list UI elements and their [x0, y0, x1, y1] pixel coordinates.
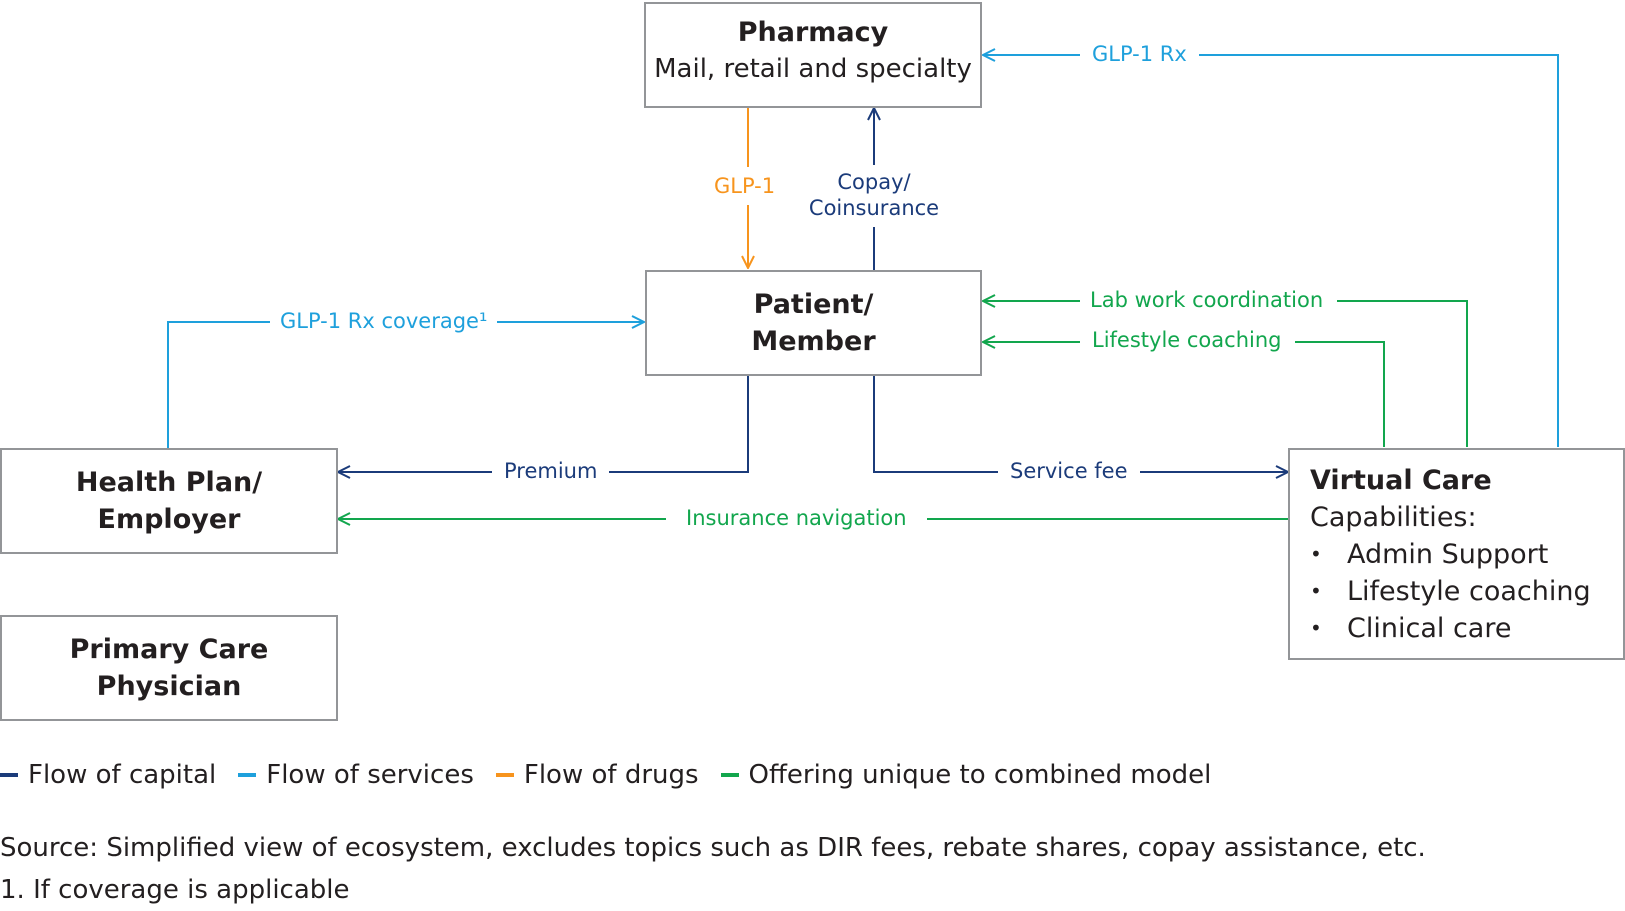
health-plan-title-line1: Health Plan/	[75, 467, 263, 498]
patient-title-line1: Patient/	[753, 289, 874, 320]
source-note: Source: Simplified view of ecosystem, ex…	[0, 833, 1426, 863]
bullet-icon: •	[1310, 616, 1322, 640]
virtual-care-subtitle: Capabilities:	[1310, 502, 1477, 533]
legend-item-services: Flow of services	[238, 760, 474, 790]
legend-swatch-combined	[720, 773, 739, 777]
legend-label: Flow of drugs	[523, 760, 699, 790]
node-pharmacy: Pharmacy Mail, retail and specialty	[644, 2, 982, 108]
node-patient: Patient/ Member	[645, 270, 982, 376]
flow-label-copay-line2: Coinsurance	[800, 195, 948, 227]
legend-item-drugs: Flow of drugs	[495, 760, 699, 790]
legend-swatch-capital	[0, 773, 18, 777]
flow-label-service-fee: Service fee	[998, 458, 1140, 484]
pharmacy-title: Pharmacy	[737, 17, 889, 48]
flow-label-premium: Premium	[492, 458, 610, 484]
capability-label: Admin Support	[1347, 539, 1549, 570]
capability-label: Clinical care	[1347, 613, 1512, 644]
node-pcp: Primary Care Physician	[0, 615, 338, 721]
flow-line-premium	[338, 376, 749, 472]
capability-item: • Clinical care	[1310, 610, 1623, 647]
bullet-icon: •	[1310, 579, 1322, 603]
legend-label: Flow of services	[266, 760, 474, 790]
flow-label-glp1: GLP-1	[712, 167, 778, 205]
legend-swatch-drugs	[495, 773, 514, 777]
flow-label-lab-work: Lab work coordination	[1080, 287, 1338, 313]
legend-item-combined: Offering unique to combined model	[720, 760, 1212, 790]
pcp-title-line1: Primary Care	[69, 634, 269, 665]
health-plan-title-line2: Employer	[97, 504, 241, 535]
flow-line-lifestyle	[983, 342, 1385, 447]
footnote: 1. If coverage is applicable	[0, 875, 350, 905]
legend-label: Flow of capital	[28, 760, 217, 790]
virtual-care-title: Virtual Care	[1310, 465, 1492, 496]
capabilities-list: • Admin Support • Lifestyle coaching • Clin…	[1310, 536, 1623, 647]
flow-line-service-fee	[873, 376, 1288, 472]
flow-line-lab-work	[983, 301, 1468, 447]
flow-label-glp1-coverage: GLP-1 Rx coverage¹	[270, 308, 498, 334]
flow-line-glp1-rx	[983, 55, 1559, 447]
node-health-plan: Health Plan/ Employer	[0, 448, 338, 554]
node-virtual-care: Virtual Care Capabilities: • Admin Suppor…	[1288, 448, 1625, 660]
flow-label-insurance-nav: Insurance navigation	[666, 505, 927, 531]
flow-label-glp1-rx: GLP-1 Rx	[1080, 41, 1199, 67]
capability-label: Lifestyle coaching	[1347, 576, 1591, 607]
patient-title-line2: Member	[751, 326, 876, 357]
capability-item: • Lifestyle coaching	[1310, 573, 1623, 610]
pcp-title-line2: Physician	[96, 671, 242, 702]
legend-label: Offering unique to combined model	[748, 760, 1212, 790]
bullet-icon: •	[1310, 542, 1322, 566]
legend-swatch-services	[238, 773, 257, 777]
capability-item: • Admin Support	[1310, 536, 1623, 573]
flow-label-lifestyle: Lifestyle coaching	[1080, 327, 1296, 353]
legend-item-capital: Flow of capital	[0, 760, 216, 790]
flow-label-copay-line1: Copay/	[830, 165, 918, 195]
legend: Flow of capital Flow of services Flow of…	[0, 760, 1233, 790]
flow-line-glp1-coverage	[167, 322, 644, 448]
pharmacy-subtitle: Mail, retail and specialty	[654, 54, 972, 84]
